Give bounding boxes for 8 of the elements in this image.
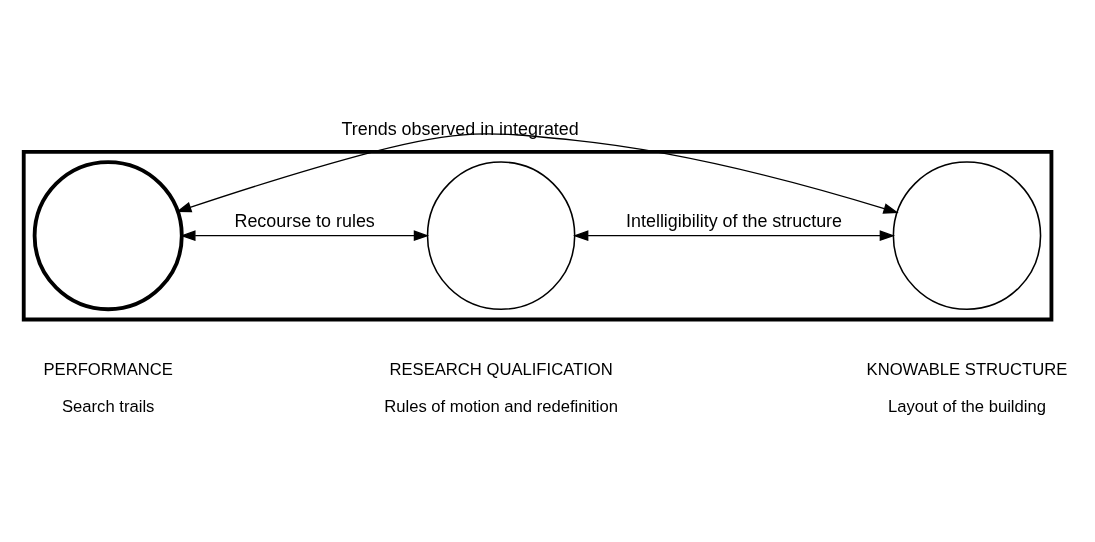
node-label: KNOWABLE STRUCTURE [866,359,1068,379]
node-label: RESEARCH QUALIFICATION [389,359,613,379]
edge-label: Intelligibility of the structure [626,210,843,231]
node-label: Layout of the building [887,396,1046,416]
node-label: Rules of motion and redefinition [384,396,619,416]
edge-label: Recourse to rules [234,210,375,231]
node-label: PERFORMANCE [43,359,173,379]
node-label: Search trails [61,396,155,416]
